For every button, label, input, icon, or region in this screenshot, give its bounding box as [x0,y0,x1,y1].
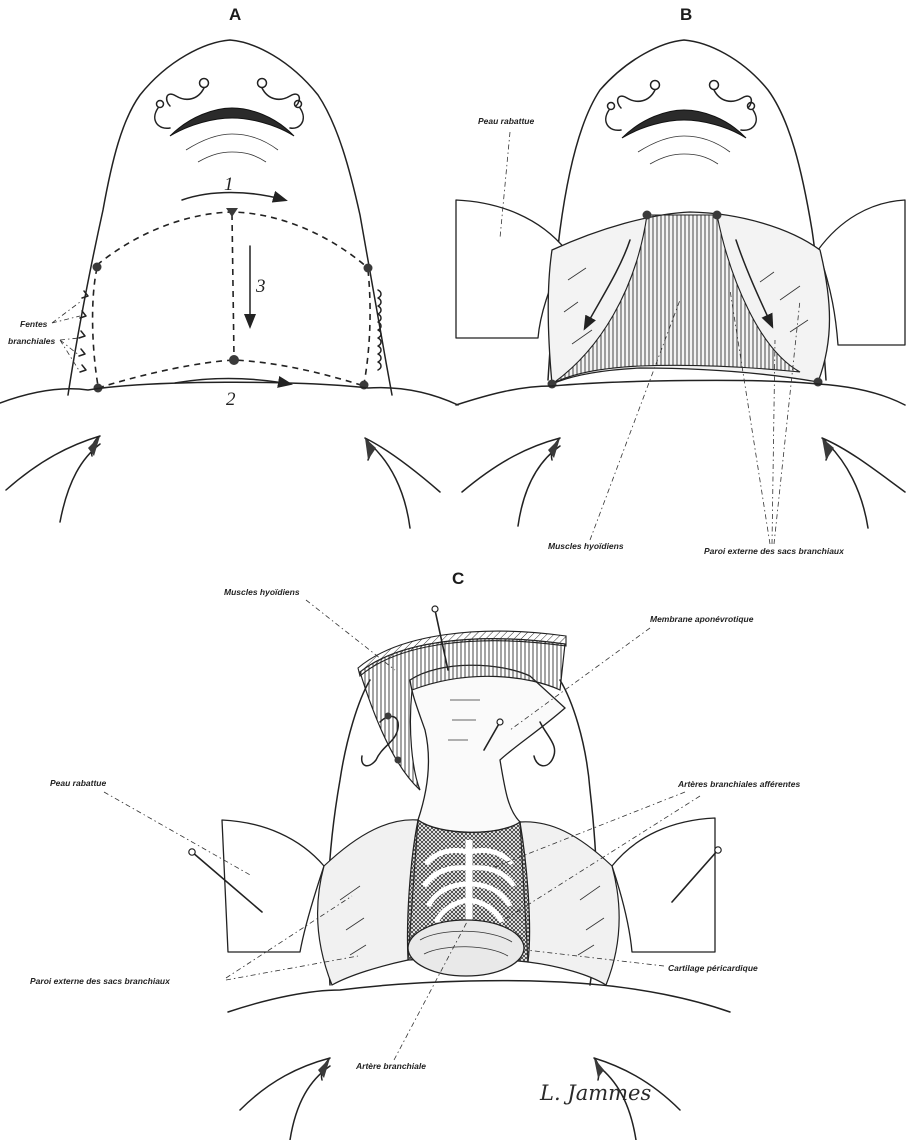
pectoral-fin-right-b [822,438,905,528]
panel-letter-c: C [452,569,464,588]
aponeurotic-membrane-c [410,665,565,832]
jaw-teeth-a [170,108,294,162]
arrow-1-a [182,193,285,201]
arteres-label-c: Artères branchiales afférentes [677,779,800,789]
pectoral-fin-left-a [6,436,100,522]
incision-middle-a [232,214,234,358]
muscles-label-c: Muscles hyoïdiens [224,587,300,597]
peau-label-c: Peau rabattue [50,778,106,788]
panel-a: A [0,5,458,528]
arrow-2-label: 2 [226,389,236,410]
incision-side-left-a [93,268,98,386]
head-outline-a [68,40,392,395]
pectoral-fin-left-c [240,1058,330,1140]
signature: L. Jammes [539,1081,651,1105]
muscles-leader-c [306,600,395,670]
peau-label-b: Peau rabattue [478,116,534,126]
pericardial-cartilage-c [408,920,524,976]
membrane-label-c: Membrane aponévrotique [650,614,754,624]
panel-c: C [30,569,800,1140]
body-outline-c [228,981,730,1012]
paroi-label-b: Paroi externe des sacs branchiaux [704,546,845,556]
muscles-label-b: Muscles hyoïdiens [548,541,624,551]
snout-b [606,81,756,131]
jaw-teeth-b [622,110,746,164]
gill-sac-right-c [520,822,619,985]
panel-letter-a: A [229,5,241,24]
pectoral-fin-left-b [462,438,560,526]
body-outline-b [456,380,905,405]
artere-label-c: Artère branchiale [355,1061,426,1071]
skin-flap-right-c [612,818,715,952]
snout-a [155,79,303,129]
cartilage-label-c: Cartilage péricardique [668,963,758,973]
incision-side-right-a [364,270,370,384]
paroi-label-c: Paroi externe des sacs branchiaux [30,976,171,986]
fentes-label-2: branchiales [8,336,56,346]
fentes-leaders [52,302,80,372]
arrow-1-label: 1 [224,174,234,195]
skin-flap-left-c [222,820,324,952]
fentes-label-1: Fentes [20,319,48,329]
pectoral-fin-right-a [365,438,440,528]
panel-letter-b: B [680,5,692,24]
panel-b: B [456,5,905,556]
pin-points-a [93,208,373,393]
arrow-3-label: 3 [255,276,266,297]
skin-flap-right-b [818,200,905,345]
